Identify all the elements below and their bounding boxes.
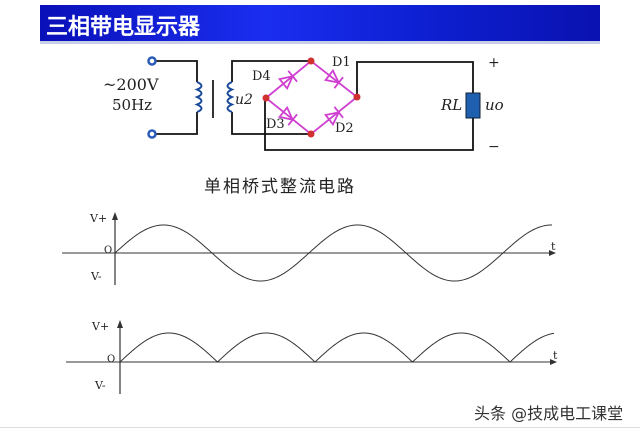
circuit [152,60,474,151]
diode-d2 [323,106,344,127]
v-plus-label: V+ [89,212,107,225]
waveform-sine: V+ O V- t [62,212,556,285]
bridge-node-left [262,94,270,102]
source-frequency-label: 50Hz [112,96,152,114]
load-resistor [465,92,481,119]
origin-label: O [107,354,115,365]
bridge-node-bottom [307,130,315,138]
source-voltage-label: ~200V [103,75,159,94]
diode-label-d4: D4 [252,69,271,84]
circuit-caption: 单相桥式整流电路 [204,177,356,197]
v-minus-label: V- [94,379,106,392]
diode-label-d3: D3 [266,117,285,132]
t-label: t [551,240,556,253]
diode-d1 [323,68,344,89]
primary-coil [194,81,203,113]
diode-label-d2: D2 [335,121,354,136]
axis-arrow [112,212,556,256]
waveform-rectified: V+ O V- t [66,320,558,394]
bridge-node-right [353,93,361,101]
watermark: 头条 @技成电工课堂 [474,404,624,423]
primary-wire [152,60,198,135]
axis-arrow [117,320,557,365]
origin-label: O [104,245,112,256]
load-label: RL [440,96,462,114]
banner-shadow [40,41,600,44]
bridge-node-top [307,57,315,65]
secondary-voltage-label: u2 [235,92,253,108]
output-plus-label: + [488,55,500,71]
sine-curve [114,224,552,282]
secondary-coil [226,81,235,113]
output-voltage-label: uo [485,96,504,114]
input-terminal-bottom [147,129,157,139]
rectified-curve [119,332,555,363]
title-banner: 三相带电显示器 [40,5,600,41]
input-terminal-top [147,56,157,66]
output-wire [264,61,474,151]
v-minus-label: V- [90,270,102,283]
t-label: t [553,349,558,362]
diode-d3 [277,105,298,126]
output-minus-label: − [488,139,500,155]
divider [0,427,640,428]
diode-d4 [277,70,298,91]
secondary-wire [231,60,311,135]
page-title: 三相带电显示器 [46,15,201,40]
diode-label-d1: D1 [332,55,351,70]
v-plus-label: V+ [91,320,109,333]
